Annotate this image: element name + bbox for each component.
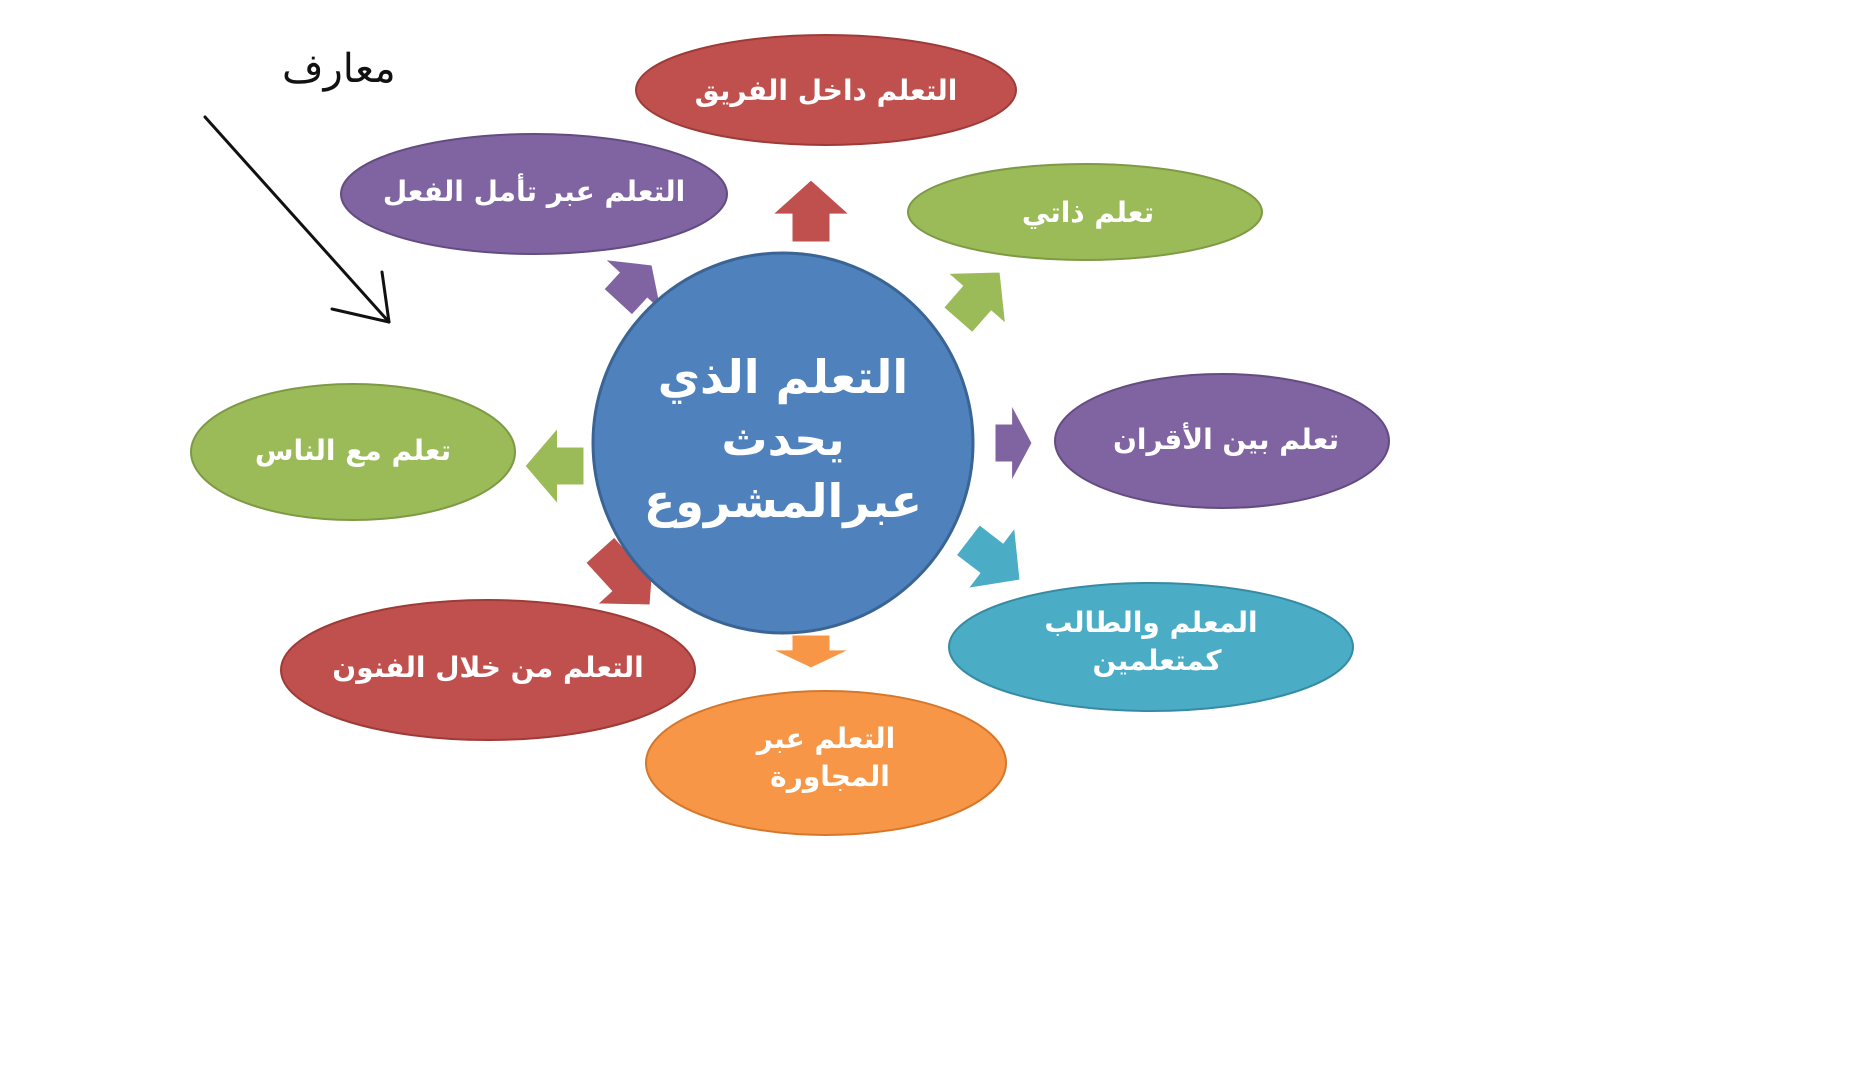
center-line-3: عبرالمشروع <box>644 474 922 528</box>
annotation-arrow <box>203 115 391 324</box>
connector-arrows <box>524 179 1033 669</box>
arrow-to-reflection <box>603 258 663 316</box>
node-peers-shape <box>1054 373 1390 509</box>
node-neighbor-shape <box>645 690 1007 836</box>
node-self-shape <box>907 163 1263 261</box>
arrow-to-neighbor <box>772 634 850 669</box>
node-peers: تعلم بين الأقران <box>1054 373 1390 509</box>
arrow-to-teacher <box>955 524 1021 589</box>
arrow-to-self <box>942 271 1007 334</box>
node-people-shape <box>190 383 516 521</box>
center-circle <box>591 251 975 635</box>
node-reflection-shape <box>340 133 728 255</box>
node-arts: التعلم من خلال الفنون <box>280 599 696 741</box>
node-team: التعلم داخل الفريق <box>635 34 1017 146</box>
node-arts-label: التعلم من خلال الفنون <box>332 651 643 684</box>
center-line-1: التعلم الذي <box>658 350 908 404</box>
node-people: تعلم مع الناس <box>190 383 516 521</box>
node-reflection: التعلم عبر تأمل الفعل <box>340 133 728 255</box>
node-teacher: المعلم والطالب كمتعلمين <box>948 582 1354 712</box>
node-self-label: تعلم ذاتي <box>1022 196 1154 229</box>
annotation-label: معارف <box>282 46 396 92</box>
node-teacher-label-1: المعلم والطالب <box>1044 606 1257 639</box>
node-teacher-shape <box>948 582 1354 712</box>
arrow-to-people <box>524 426 585 506</box>
node-people-label: تعلم مع الناس <box>255 434 451 467</box>
node-teacher-label-2: كمتعلمين <box>1092 644 1222 677</box>
node-reflection-label: التعلم عبر تأمل الفعل <box>383 173 685 208</box>
node-arts-shape <box>280 599 696 741</box>
node-peers-label: تعلم بين الأقران <box>1113 422 1339 456</box>
arrow-to-peers <box>994 404 1033 482</box>
node-team-label: التعلم داخل الفريق <box>695 74 958 107</box>
center-line-2: يحدث <box>721 412 844 466</box>
node-neighbor-label-1: التعلم عبر <box>755 722 895 755</box>
node-neighbor-label-2: المجاورة <box>770 760 890 793</box>
arrow-to-team <box>771 179 851 243</box>
node-neighbor: التعلم عبر المجاورة <box>645 690 1007 836</box>
center-node: التعلم الذي يحدث عبرالمشروع <box>591 251 975 635</box>
node-self: تعلم ذاتي <box>907 163 1263 261</box>
node-team-shape <box>635 34 1017 146</box>
